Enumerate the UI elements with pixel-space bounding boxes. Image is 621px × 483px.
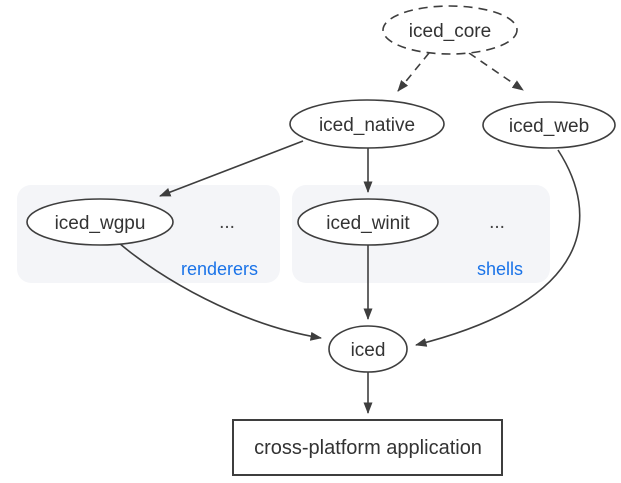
edge-iced-core-to-iced-web <box>468 52 524 91</box>
node-label-iced: iced <box>351 340 386 361</box>
renderers-ellipsis: ... <box>219 212 235 233</box>
edge-iced-wgpu-to-iced <box>118 242 322 341</box>
edge-iced-web-to-iced <box>415 149 581 347</box>
node-application-box <box>232 419 503 476</box>
node-label-application: cross-platform application <box>254 437 482 459</box>
edge-iced-core-to-iced-native <box>397 52 430 92</box>
edge-iced-native-to-iced-wgpu <box>159 140 304 197</box>
group-label-shells: shells <box>477 259 523 279</box>
node-label-iced-winit: iced_winit <box>326 213 410 234</box>
node-iced-web <box>482 101 616 149</box>
node-iced-winit <box>297 198 439 246</box>
node-label-iced-web: iced_web <box>509 116 589 137</box>
shells-ellipsis: ... <box>489 212 505 233</box>
node-iced-native <box>289 99 445 149</box>
node-label-iced-core: iced_core <box>409 21 491 42</box>
node-iced-core <box>382 5 518 55</box>
node-iced-wgpu <box>26 198 174 246</box>
node-label-iced-native: iced_native <box>319 115 415 136</box>
node-label-iced-wgpu: iced_wgpu <box>55 213 146 234</box>
group-label-renderers: renderers <box>181 259 258 279</box>
node-iced <box>328 325 408 373</box>
